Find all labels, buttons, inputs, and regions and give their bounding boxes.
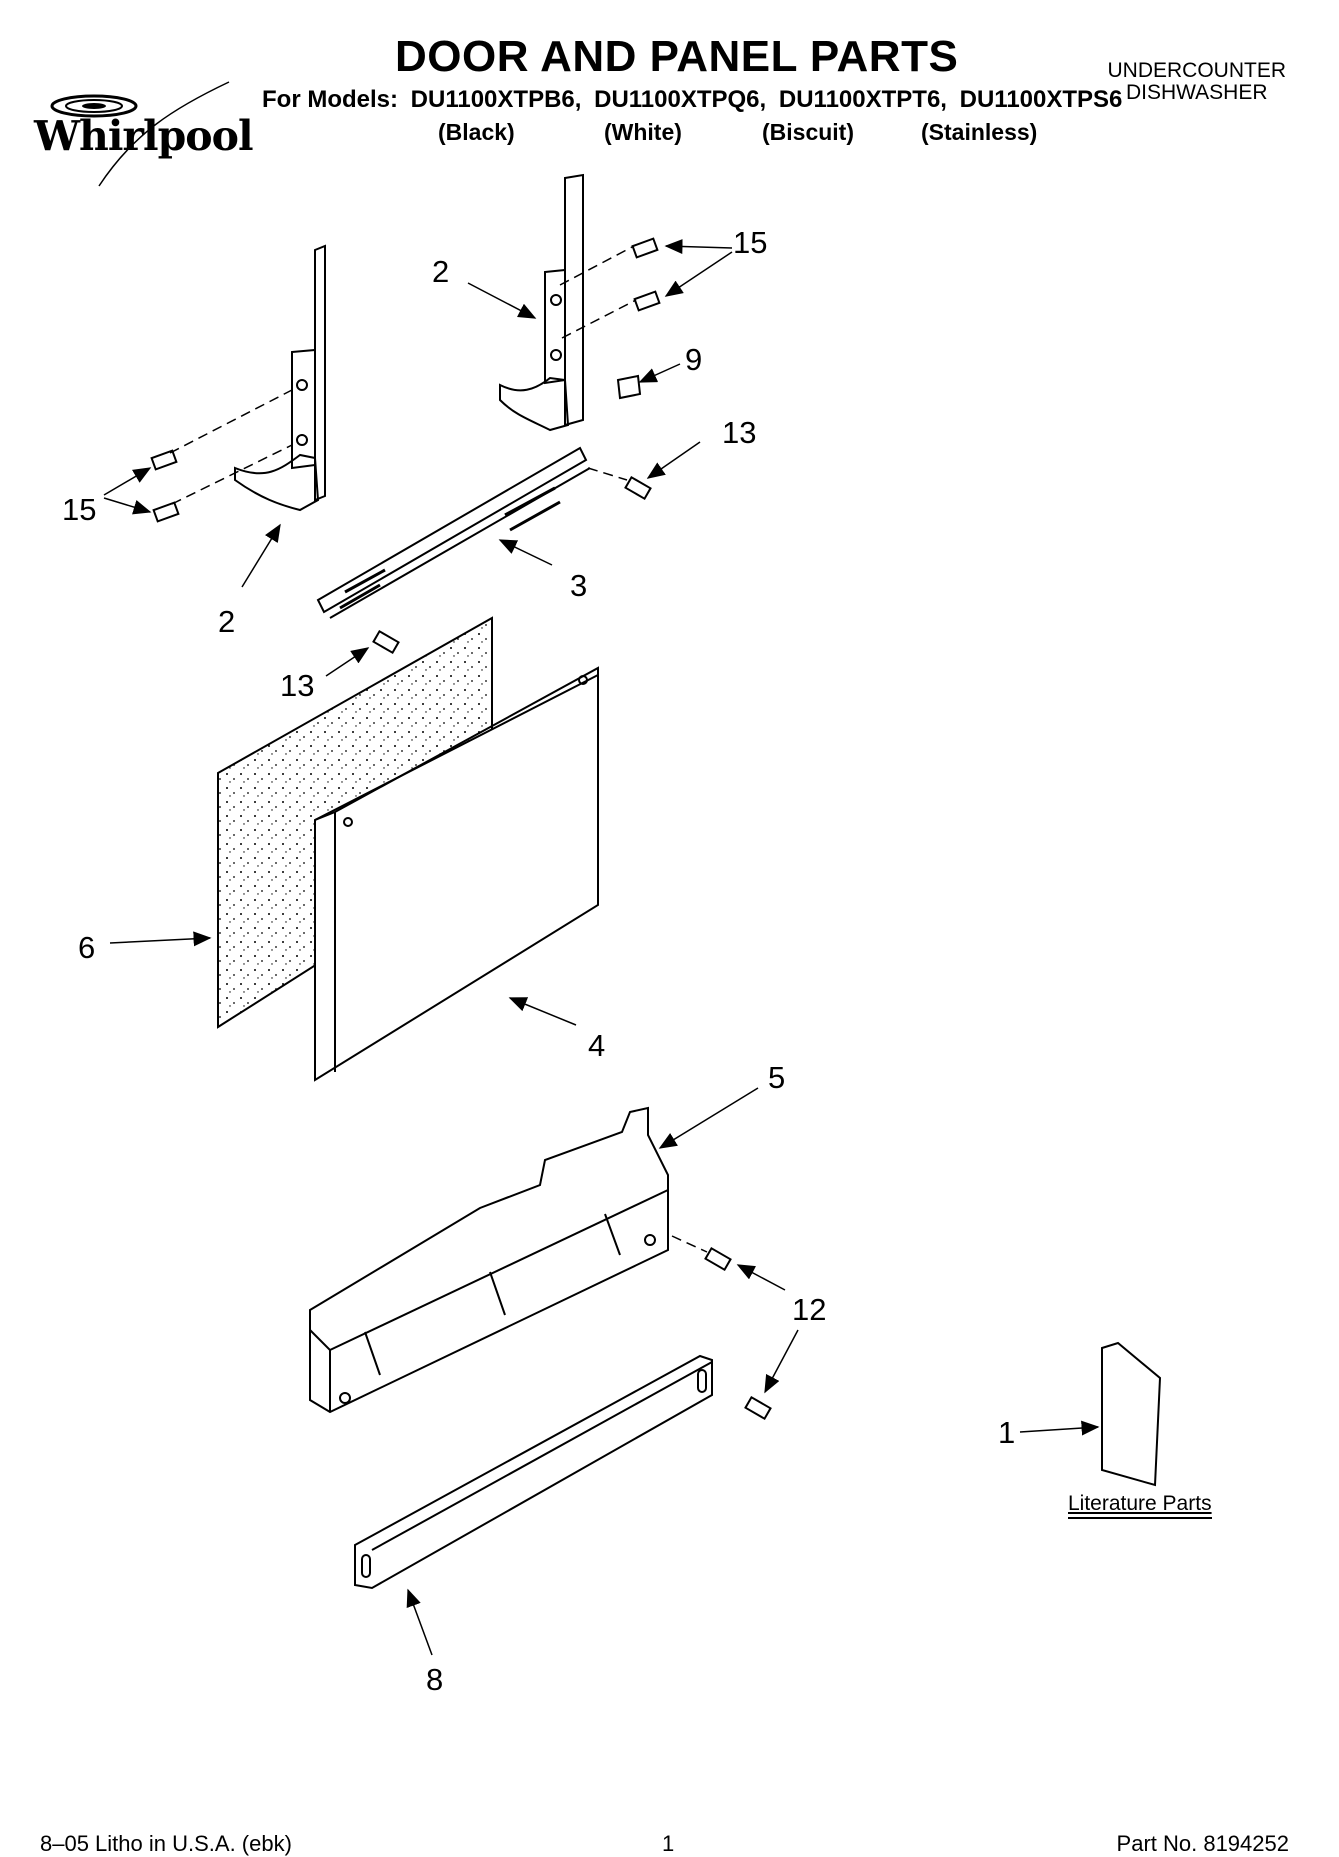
door-brace	[316, 446, 591, 619]
right-hinge-bracket	[499, 173, 584, 432]
callout-number: 1	[998, 1415, 1016, 1450]
model-number: DU1100XTPQ6,	[594, 86, 767, 113]
toe-panel	[354, 1354, 713, 1590]
model-number: DU1100XTPS6	[959, 86, 1123, 113]
callout-number: 9	[685, 342, 703, 377]
appliance-line: DISHWASHER	[1125, 81, 1268, 104]
appliance-line: UNDERCOUNTER	[1107, 59, 1287, 82]
callout-number: 13	[280, 668, 315, 703]
callout-number: 4	[588, 1028, 606, 1063]
callout-number: 15	[733, 225, 768, 260]
spring-clip	[616, 374, 642, 400]
callout-number: 15	[62, 492, 97, 527]
whirlpool-swirl-logo	[50, 81, 230, 187]
callout-number: 12	[792, 1292, 827, 1327]
callout-number: 6	[78, 930, 96, 965]
color-label: (Stainless)	[921, 119, 1038, 145]
callout-number: 2	[432, 254, 450, 289]
door-panel	[314, 666, 599, 1082]
left-hinge-bracket	[234, 244, 326, 512]
literature-parts-label: Literature Parts	[1068, 1492, 1212, 1515]
color-label: (Black)	[438, 119, 515, 145]
fastener-line	[169, 245, 708, 1253]
page-title: DOOR AND PANEL PARTS	[395, 32, 959, 81]
kick-plate	[309, 1106, 669, 1414]
callout-number: 3	[570, 568, 588, 603]
callout-number: 5	[768, 1060, 786, 1095]
callout-number: 2	[218, 604, 236, 639]
literature-booklet	[1101, 1341, 1162, 1487]
callout-number: 13	[722, 415, 757, 450]
model-number: DU1100XTPB6,	[410, 86, 582, 113]
footer-part-number: Part No. 8194252	[1116, 1831, 1289, 1856]
screw-icon	[150, 237, 772, 1421]
whirlpool-logo-text: Whirlpool	[34, 112, 254, 160]
models-line: For Models: DU1100XTPB6, DU1100XTPQ6, DU…	[262, 86, 1128, 114]
leader-arrow	[103, 239, 1100, 1656]
appliance-type: UNDERCOUNTER DISHWASHER	[1108, 60, 1287, 104]
color-label: (Biscuit)	[762, 119, 854, 145]
models-prefix: For Models:	[262, 86, 398, 113]
footer-page-number: 1	[662, 1831, 675, 1856]
color-label: (White)	[604, 119, 682, 145]
callout-number: 8	[426, 1662, 444, 1697]
model-number: DU1100XTPT6,	[778, 86, 947, 113]
footer-litho: 8–05 Litho in U.S.A. (ebk)	[40, 1831, 292, 1856]
